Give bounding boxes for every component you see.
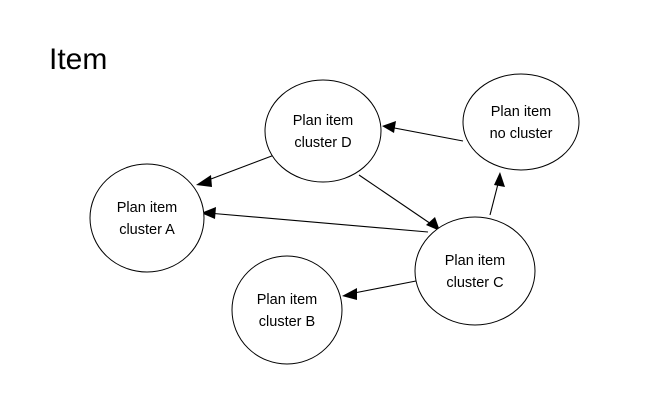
node-label-line1: Plan item (445, 253, 505, 269)
node-cluster-b[interactable]: Plan item cluster B (231, 255, 343, 365)
arrowhead-icon (494, 172, 505, 187)
edge-no-cluster-to-cluster-d[interactable] (382, 121, 464, 142)
node-label-line1: Plan item (293, 113, 353, 129)
node-cluster-c[interactable]: Plan item cluster C (414, 216, 536, 326)
node-cluster-d[interactable]: Plan item cluster D (264, 79, 382, 183)
edge-cluster-c-to-cluster-b[interactable] (342, 280, 417, 300)
arrowhead-icon (342, 288, 357, 300)
node-shape-ellipse (414, 216, 536, 326)
arrowhead-icon (196, 175, 212, 187)
node-label-line1: Plan item (257, 292, 317, 308)
node-label-line2: cluster B (259, 314, 315, 330)
arrowhead-icon (426, 217, 440, 231)
node-shape-ellipse (264, 79, 382, 183)
node-label-line2: no cluster (490, 126, 553, 142)
edge-cluster-c-to-cluster-a[interactable] (201, 207, 429, 233)
node-no-cluster[interactable]: Plan item no cluster (462, 73, 580, 171)
node-label-line2: cluster A (119, 222, 175, 238)
edge-cluster-c-to-no-cluster[interactable] (489, 172, 505, 216)
page-title: Item (49, 43, 108, 76)
node-label-line1: Plan item (117, 200, 177, 216)
node-label-line2: cluster C (446, 275, 503, 291)
node-label-line2: cluster D (294, 135, 351, 151)
arrowhead-icon (201, 207, 216, 219)
edge-cluster-d-to-cluster-c[interactable] (358, 174, 440, 231)
arrowhead-icon (382, 121, 396, 133)
node-shape-ellipse (462, 73, 580, 171)
node-label-line1: Plan item (491, 104, 551, 120)
edge-cluster-d-to-cluster-a[interactable] (196, 153, 278, 187)
node-cluster-a[interactable]: Plan item cluster A (89, 163, 205, 273)
node-shape-ellipse (89, 163, 205, 273)
node-shape-ellipse (231, 255, 343, 365)
